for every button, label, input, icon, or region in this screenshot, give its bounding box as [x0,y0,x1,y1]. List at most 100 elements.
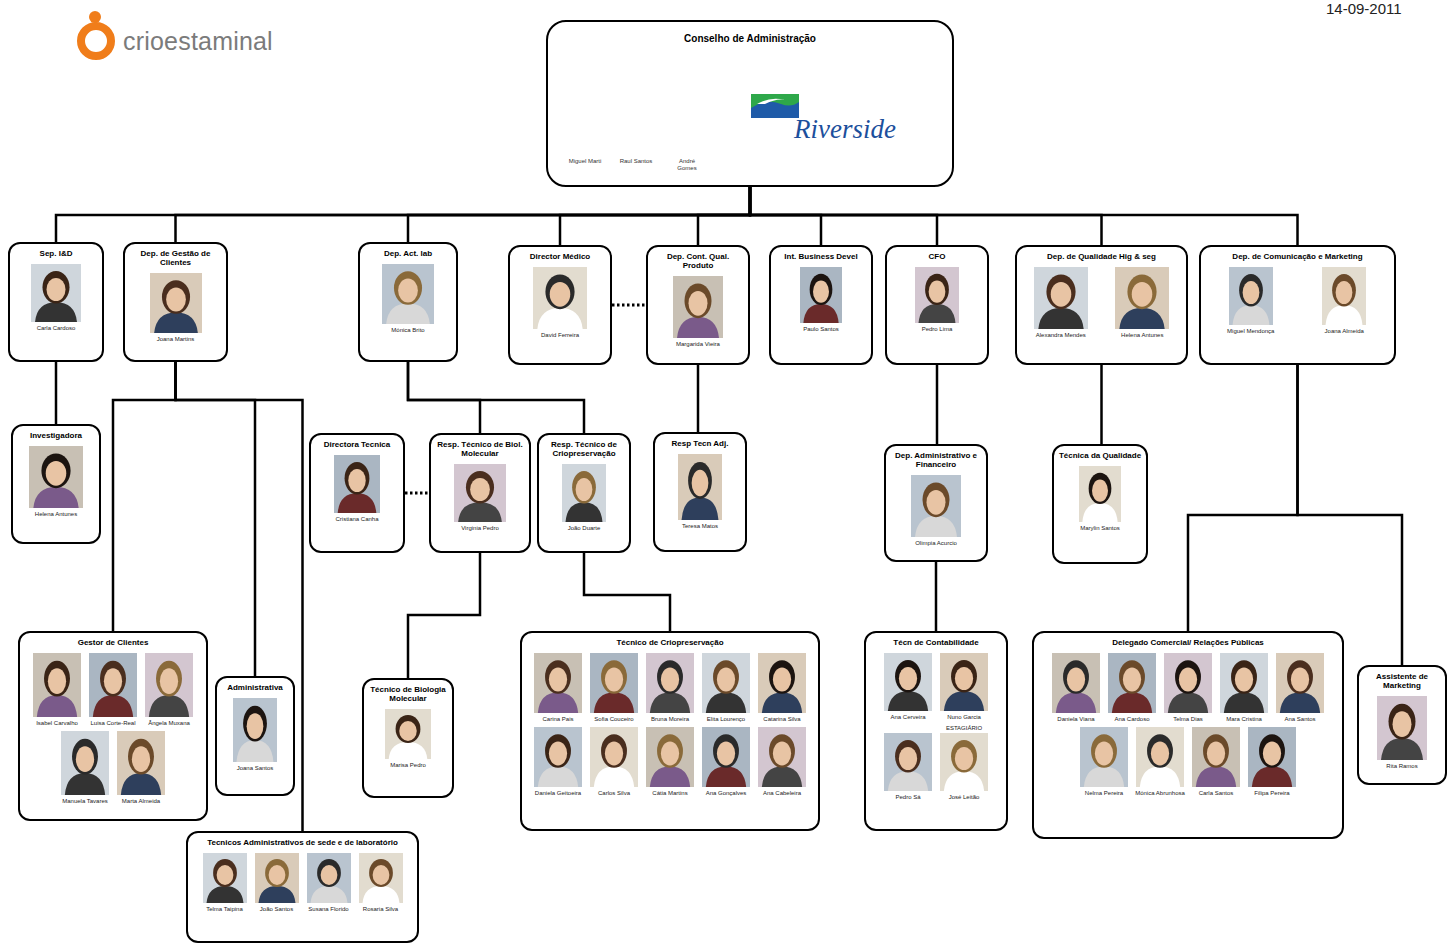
person-card: Marisa Pedro [382,709,434,769]
org-box: Gestor de ClientesIsabel CarvalhoLuisa C… [18,631,208,821]
people-group: Telma TaipinaJoão SantosSusana FloridoRo… [192,853,413,913]
person-photo [590,727,638,787]
org-connector [937,365,938,444]
org-connector [405,493,429,494]
org-box: Técnica da QualidadeMarylin Santos [1052,444,1148,564]
person-name: João Santos [260,906,293,913]
box-title: Técn de Contabilidade [893,638,978,647]
person-name: Olimpia Acurcio [915,540,957,547]
org-box: Conselho de AdministraçãoRiversideMiguel… [546,20,954,187]
people-group: Helena Antunes [17,446,95,518]
org-box: Dep. Administrativo e FinanceiroOlimpia … [884,444,988,562]
person-card: Carla Cardoso [28,264,84,332]
person-photo [702,653,750,713]
org-connector [408,362,480,433]
person-card: Virginia Pedro [451,464,509,532]
person-name: Ana Santos [1284,716,1315,723]
person-name: Ângela Muxana [148,720,190,727]
person-name: Carina Pais [542,716,573,723]
people-group: Paulo Santos [775,267,867,333]
box-title: Dep. de Comunicação e Marketing [1232,252,1362,261]
person-name: Ana Cerveira [890,714,925,721]
org-box: CFO Pedro Lima [885,245,989,365]
org-box: Técnico de Biologia MolecularMarisa Pedr… [362,678,454,798]
person-card: Alexandra Mendes [1031,267,1091,339]
person-card: Olimpia Acurcio [908,475,964,547]
box-title: Dep. Act. lab [384,249,432,258]
person-card: Cátia Martins [643,727,697,797]
person-name: Catarina Silva [763,716,800,723]
people-group: Isabel CarvalhoLuisa Corte-RealÂngela Mu… [24,653,202,804]
person-card: Rita Ramos [1374,696,1430,770]
person-photo [758,653,806,713]
person-card: Pedro Lima [912,267,962,333]
org-connector [936,562,937,631]
person-name: Bruna Moreira [651,716,689,723]
person-photo [334,455,380,513]
people-group: Joana Santos [221,698,289,772]
people-group: Carina PaisSofia CouceiroBruna MoreiraEl… [526,653,814,796]
person-name: José Leitão [949,794,980,801]
person-card: David Ferreira [530,267,590,339]
person-name: Carla Cardoso [37,325,76,332]
chart-date: 14-09-2011 [1326,0,1402,17]
box-title: CFO [929,252,946,261]
box-title: Director Médico [530,252,590,261]
person-card: Carina Pais [531,653,585,723]
person-photo [646,727,694,787]
person-photo [678,454,722,520]
person-name: Marylin Santos [1080,525,1120,532]
person-photo [1079,466,1121,522]
person-card: Daniela Geitoeira [531,727,585,797]
company-wordmark: crioestaminal [123,27,273,56]
person-photo [911,475,961,537]
person-photo [1164,653,1212,713]
org-connector [560,187,750,245]
person-card: Joana Almeida [1319,267,1369,335]
person-photo [1080,727,1128,787]
person-card: Bruna Moreira [643,653,697,723]
person-name: Mara Cristina [1226,716,1262,723]
box-title: Directora Tecnica [324,440,391,449]
person-card: ESTAGIÁRIOJosé Leitão [937,725,991,801]
person-photo [203,853,247,903]
person-card: Pedro Sá [881,733,935,801]
person-photo [454,464,506,522]
box-title: Int. Business Devel [784,252,857,261]
person-photo [534,727,582,787]
person-photo [915,267,959,323]
person-photo [359,853,403,903]
person-name: Paulo Santos [803,326,839,333]
org-connector [176,362,256,676]
org-box: Dep. de Gestão de ClientesJoana Martins [123,242,228,362]
org-connector [612,305,646,306]
org-box: Tecnicos Administrativos de sede e de la… [186,831,419,943]
org-box: Sep. I&DCarla Cardoso [8,242,104,362]
person-card: Miguel Mendonça [1226,267,1276,335]
person-photo [255,853,299,903]
org-box: Int. Business DevelPaulo Santos [769,245,873,365]
person-photo [385,709,431,759]
org-box: Técnico de CriopreservaçãoCarina Pais Sof… [520,631,820,831]
box-title: Técnico de Criopreservação [616,638,723,647]
people-group: Pedro Lima [891,267,983,333]
person-card: Mónica Brito [379,264,437,334]
company-name: Riverside [794,114,896,145]
person-photo [800,267,842,323]
box-title: Resp Tecn Adj. [672,439,729,448]
person-name: Susana Florido [308,906,348,913]
org-box: Delegado Comercial/ Relações PúblicasDan… [1032,631,1344,839]
person-name: Marisa Pedro [390,762,426,769]
person-photo [1052,653,1100,713]
person-name: Sofia Couceiro [594,716,633,723]
person-photo [590,653,638,713]
person-name: Cristiana Canha [335,516,378,523]
box-title: Dep. Administrativo e Financeiro [890,451,982,469]
people-group: Marylin Santos [1058,466,1142,532]
person-name: Mónica Brito [391,327,424,334]
box-title: Gestor de Clientes [78,638,149,647]
people-group: Ana CerveiraNuno GarciaPedro SáESTAGIÁRI… [870,653,1002,801]
people-group: Carla Cardoso [14,264,98,332]
people-group: Teresa Matos [659,454,741,530]
person-photo [940,653,988,711]
